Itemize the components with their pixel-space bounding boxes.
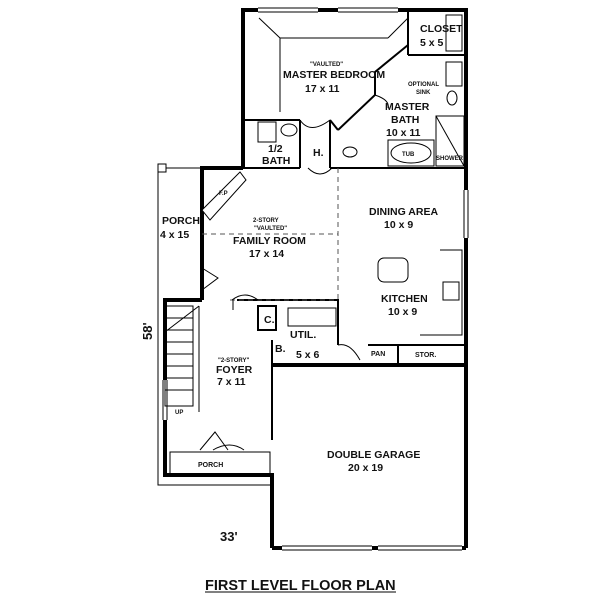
stairs-up-label: UP [175,410,183,416]
shower-label: SHOWER [436,156,464,162]
master-bath-label-line1: MASTER [385,101,430,113]
garage-size: 20 x 19 [348,462,383,474]
kitchen-label: KITCHEN [381,293,428,305]
depth-dimension: 58' [140,322,155,340]
windows [162,7,470,552]
side-porch-size: 4 x 15 [160,229,189,241]
foyer-size: 7 x 11 [217,376,246,388]
half-bath-line1: 1/2 [268,143,283,155]
master-bath-label-line2: BATH [391,114,419,126]
optional-sink-line2: SINK [416,90,431,96]
hall-label: H. [313,147,324,159]
storage-label: STOR. [415,352,436,359]
closet-size: 5 x 5 [420,37,444,49]
dining-area-label: DINING AREA [369,206,438,218]
stair-treads [164,305,200,412]
garage-label: DOUBLE GARAGE [327,449,420,461]
interior-walls [157,10,466,486]
side-porch-label: PORCH [162,215,200,227]
dimension-labels: 58' 33' [140,322,238,544]
master-bath-size: 10 x 11 [386,127,421,139]
room-labels: CLOSET 5 x 5 "VAULTED" MASTER BEDROOM 17… [160,23,464,474]
tub-label: TUB [402,152,415,158]
family-room-label: FAMILY ROOM [233,235,306,247]
vault-lines [202,17,409,301]
width-dimension: 33' [220,529,238,544]
kitchen-size: 10 x 9 [388,306,417,318]
plan-title: FIRST LEVEL FLOOR PLAN [205,578,396,594]
foyer-note: "2-STORY" [218,358,250,364]
foyer-label: FOYER [216,364,253,376]
fixtures [164,14,465,412]
half-bath-line2: BATH [262,155,290,167]
family-room-note2: "VAULTED" [254,226,287,232]
optional-sink-line1: OPTIONAL [408,82,439,88]
family-room-note1: 2-STORY [253,218,279,224]
fireplace-label: F.P [219,191,228,197]
doors [199,94,389,451]
pantry-label: PAN [371,351,385,358]
master-bedroom-note: "VAULTED" [310,62,343,68]
front-porch-label: PORCH [198,462,223,469]
master-bedroom-size: 17 x 11 [305,83,340,95]
bench-label: B. [275,343,286,355]
utility-label: UTIL. [290,329,316,341]
family-room-size: 17 x 14 [249,248,284,260]
dining-area-size: 10 x 9 [384,219,413,231]
master-bedroom-label: MASTER BEDROOM [283,69,385,81]
coat-closet-label: C. [264,314,275,326]
utility-size: 5 x 6 [296,349,320,361]
closet-label: CLOSET [420,23,463,35]
